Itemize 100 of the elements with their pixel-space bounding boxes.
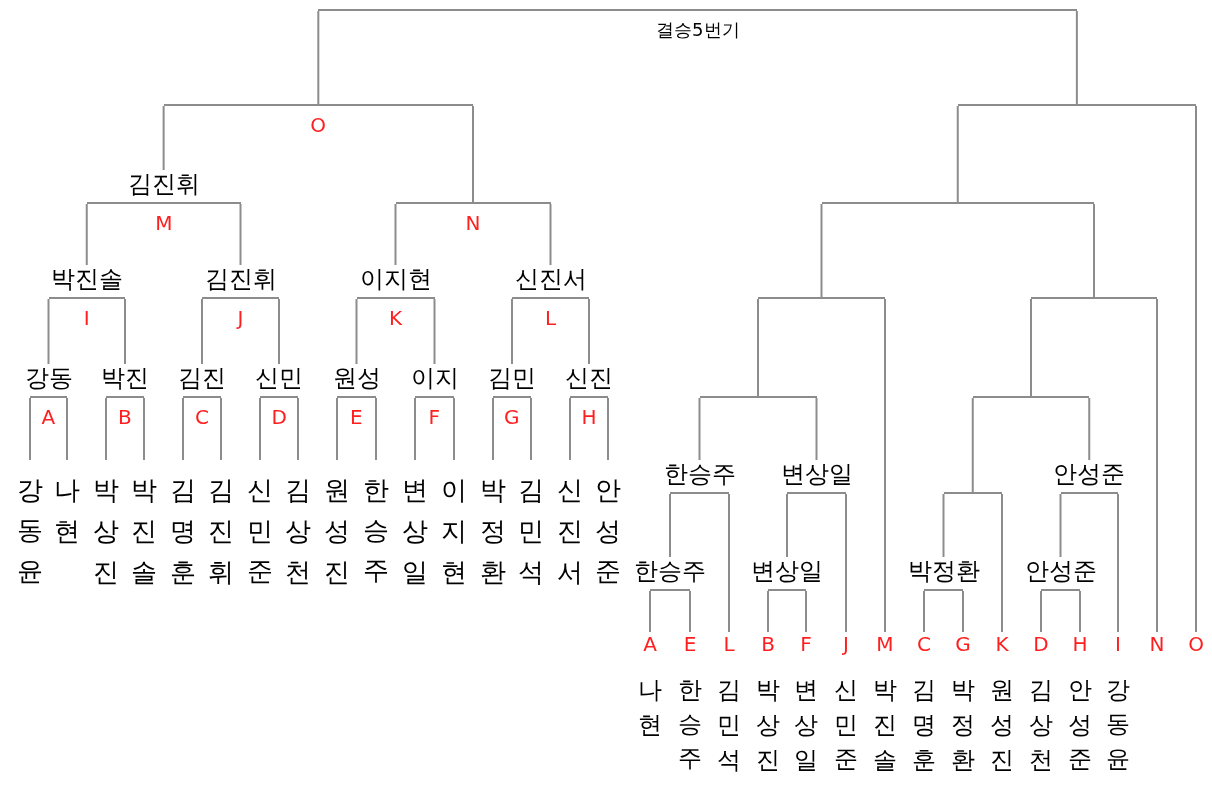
bracket-leg bbox=[942, 493, 945, 558]
match-letter: C bbox=[916, 632, 932, 656]
match-letter: O bbox=[1187, 632, 1205, 656]
winner-bracket: 신진서 bbox=[512, 265, 589, 299]
bracket-leg bbox=[1040, 590, 1042, 633]
bracket-leg bbox=[317, 10, 320, 105]
bracket-leg bbox=[355, 298, 358, 365]
bracket-leg bbox=[549, 203, 552, 266]
bracket-leg bbox=[757, 298, 759, 397]
bracket-leg bbox=[815, 397, 818, 461]
match-letter: H bbox=[1071, 632, 1089, 656]
match-letter: K bbox=[994, 632, 1010, 656]
bracket-leg bbox=[105, 397, 107, 461]
bracket-line bbox=[957, 104, 1196, 106]
bracket-leg bbox=[728, 493, 730, 633]
match-letter: E bbox=[350, 405, 363, 429]
winner-bracket: 신진 bbox=[563, 364, 615, 398]
match-letter: A bbox=[642, 632, 658, 656]
match-letter: L bbox=[722, 632, 736, 656]
match-letter: I bbox=[1114, 632, 1122, 656]
bracket-line bbox=[821, 202, 1094, 204]
winner-bracket: 박정환 bbox=[905, 557, 982, 591]
winner-bracket: 변상일 bbox=[749, 557, 825, 591]
match-letter: C bbox=[195, 405, 209, 429]
player-name: 김상천 bbox=[283, 460, 313, 583]
match-letter: O bbox=[310, 113, 327, 137]
winner-bracket: 원성 bbox=[330, 364, 383, 398]
bracket-leg bbox=[220, 397, 222, 461]
bracket-leg bbox=[767, 590, 769, 633]
player-name: 김명훈 bbox=[168, 460, 198, 583]
bracket-line bbox=[699, 396, 817, 398]
bracket-leg bbox=[820, 203, 823, 298]
winner-bracket: 박진 bbox=[99, 364, 151, 398]
player-name: 신민준 bbox=[245, 460, 275, 583]
player-name: 박정환 bbox=[948, 662, 978, 767]
player-name: 변상일 bbox=[791, 662, 821, 767]
winner-bracket: 신민 bbox=[253, 364, 305, 398]
bracket-leg bbox=[1001, 493, 1003, 633]
winner-bracket: 한승주 bbox=[661, 460, 738, 494]
match-letter: N bbox=[465, 211, 481, 235]
bracket-leg bbox=[805, 590, 807, 633]
bracket-line bbox=[758, 297, 885, 299]
player-name: 김민석 bbox=[714, 662, 744, 767]
player-name: 김상천 bbox=[1026, 662, 1056, 767]
player-name: 박진솔 bbox=[870, 662, 900, 767]
bracket-leg bbox=[1093, 203, 1095, 298]
player-name: 김진휘 bbox=[206, 460, 236, 583]
bracket-leg bbox=[85, 203, 88, 266]
bracket-leg bbox=[278, 298, 280, 365]
bracket-leg bbox=[1030, 298, 1032, 397]
bracket-leg bbox=[786, 493, 788, 558]
bracket-leg bbox=[375, 397, 377, 461]
player-name: 박상진 bbox=[753, 662, 783, 767]
player-name: 이지현 bbox=[439, 460, 469, 583]
match-letter: E bbox=[682, 632, 698, 656]
match-letter: L bbox=[545, 306, 557, 330]
bracket-leg bbox=[1075, 10, 1078, 105]
bracket-leg bbox=[956, 105, 959, 203]
match-letter: G bbox=[504, 405, 520, 429]
bracket-leg bbox=[698, 397, 701, 461]
bracket-leg bbox=[1079, 590, 1081, 633]
player-name: 원성진 bbox=[987, 662, 1017, 767]
match-letter: F bbox=[799, 632, 813, 656]
bracket-leg bbox=[239, 203, 242, 266]
bracket-leg bbox=[124, 298, 126, 365]
winner-bracket: 안성준 bbox=[1051, 460, 1128, 494]
bracket-line bbox=[1031, 297, 1157, 299]
player-name: 박정환 bbox=[478, 460, 508, 583]
bracket-leg bbox=[394, 203, 397, 266]
player-name: 김민석 bbox=[516, 460, 546, 583]
bracket-leg bbox=[259, 397, 261, 461]
bracket-leg bbox=[492, 397, 494, 461]
bracket-leg bbox=[1156, 298, 1158, 633]
player-name: 나현 bbox=[635, 662, 665, 732]
winner-bracket: 이지현 bbox=[356, 265, 435, 299]
winner-bracket: 안성준 bbox=[1022, 557, 1099, 591]
bracket-line bbox=[318, 9, 1077, 11]
bracket-leg bbox=[297, 397, 299, 461]
player-name: 원성진 bbox=[322, 460, 352, 583]
bracket-leg bbox=[162, 105, 165, 171]
match-letter: H bbox=[581, 405, 597, 429]
bracket-leg bbox=[433, 298, 436, 365]
match-letter: K bbox=[389, 306, 403, 330]
bracket-leg bbox=[669, 493, 671, 558]
bracket-leg bbox=[511, 298, 513, 365]
player-name: 박진솔 bbox=[129, 460, 159, 583]
bracket-leg bbox=[1088, 397, 1091, 461]
player-name: 신민준 bbox=[831, 662, 861, 767]
bracket-leg bbox=[923, 590, 925, 633]
player-name: 김명훈 bbox=[909, 662, 939, 767]
bracket-leg bbox=[1059, 493, 1062, 558]
winner-bracket: 한승주 bbox=[632, 557, 708, 591]
winner-bracket: 김진휘 bbox=[202, 265, 279, 299]
bracket-leg bbox=[649, 590, 651, 633]
bracket-leg bbox=[569, 397, 571, 461]
bracket-leg bbox=[1117, 493, 1119, 633]
final-label: 결승5번기 bbox=[656, 18, 740, 42]
bracket-leg bbox=[143, 397, 145, 461]
bracket-leg bbox=[414, 397, 416, 461]
bracket-leg bbox=[845, 493, 847, 633]
